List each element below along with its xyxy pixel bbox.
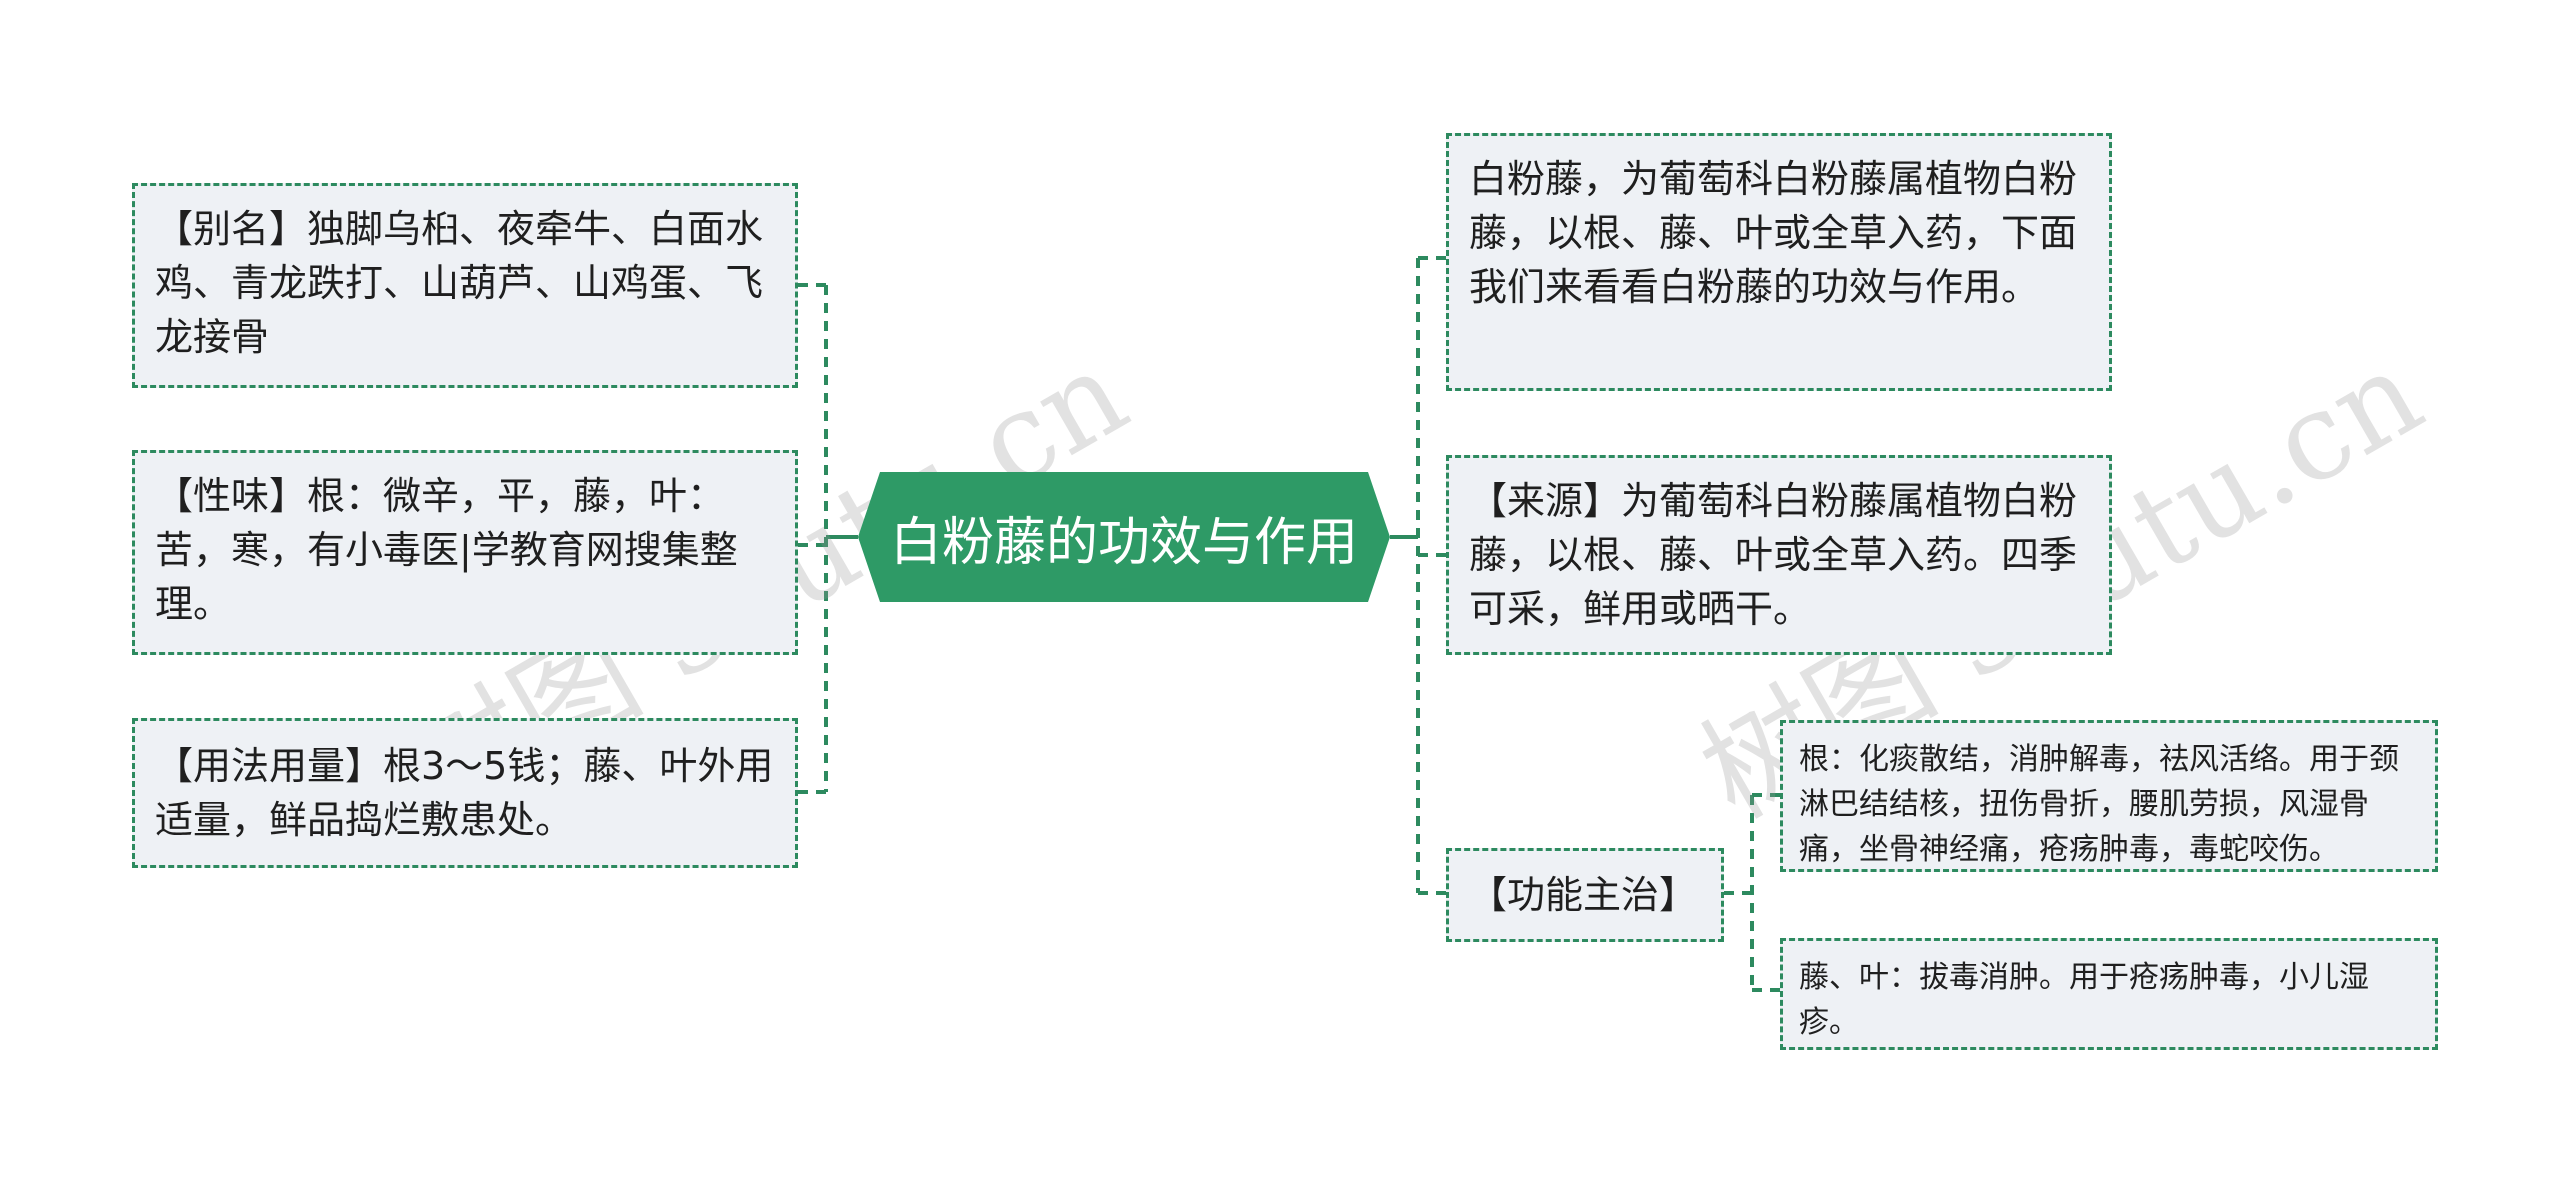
node-function-root[interactable]: 根：化痰散结，消肿解毒，祛风活络。用于颈淋巴结结核，扭伤骨折，腰肌劳损，风湿骨痛… xyxy=(1780,720,2438,872)
node-alias-text: 【别名】独脚乌桕、夜牵牛、白面水鸡、青龙跌打、山葫芦、山鸡蛋、飞龙接骨 xyxy=(155,207,764,359)
root-topic-label: 白粉藤的功效与作用 xyxy=(889,512,1358,573)
node-usage-dosage[interactable]: 【用法用量】根3～5钱；藤、叶外用适量，鲜品捣烂敷患处。 xyxy=(132,718,798,868)
node-usage-dosage-text: 【用法用量】根3～5钱；藤、叶外用适量，鲜品捣烂敷患处。 xyxy=(155,744,774,842)
node-intro[interactable]: 白粉藤，为葡萄科白粉藤属植物白粉藤，以根、藤、叶或全草入药，下面我们来看看白粉藤… xyxy=(1446,133,2112,391)
node-functions[interactable]: 【功能主治】 xyxy=(1446,848,1724,942)
node-source-text: 【来源】为葡萄科白粉藤属植物白粉藤，以根、藤、叶或全草入药。四季可采，鲜用或晒干… xyxy=(1469,479,2078,631)
node-property-taste[interactable]: 【性味】根：微辛，平，藤，叶：苦，寒，有小毒医|学教育网搜集整理。 xyxy=(132,450,798,655)
node-function-vine-leaf[interactable]: 藤、叶：拔毒消肿。用于疮疡肿毒，小儿湿疹。 xyxy=(1780,938,2438,1050)
node-source[interactable]: 【来源】为葡萄科白粉藤属植物白粉藤，以根、藤、叶或全草入药。四季可采，鲜用或晒干… xyxy=(1446,455,2112,655)
node-intro-text: 白粉藤，为葡萄科白粉藤属植物白粉藤，以根、藤、叶或全草入药，下面我们来看看白粉藤… xyxy=(1469,157,2078,309)
node-property-taste-text: 【性味】根：微辛，平，藤，叶：苦，寒，有小毒医|学教育网搜集整理。 xyxy=(155,474,738,626)
node-function-root-text: 根：化痰散结，消肿解毒，祛风活络。用于颈淋巴结结核，扭伤骨折，腰肌劳损，风湿骨痛… xyxy=(1799,742,2399,867)
root-topic[interactable]: 白粉藤的功效与作用 xyxy=(858,472,1390,602)
node-function-vine-leaf-text: 藤、叶：拔毒消肿。用于疮疡肿毒，小儿湿疹。 xyxy=(1799,960,2369,1040)
node-functions-text: 【功能主治】 xyxy=(1469,873,1698,917)
node-alias[interactable]: 【别名】独脚乌桕、夜牵牛、白面水鸡、青龙跌打、山葫芦、山鸡蛋、飞龙接骨 xyxy=(132,183,798,388)
